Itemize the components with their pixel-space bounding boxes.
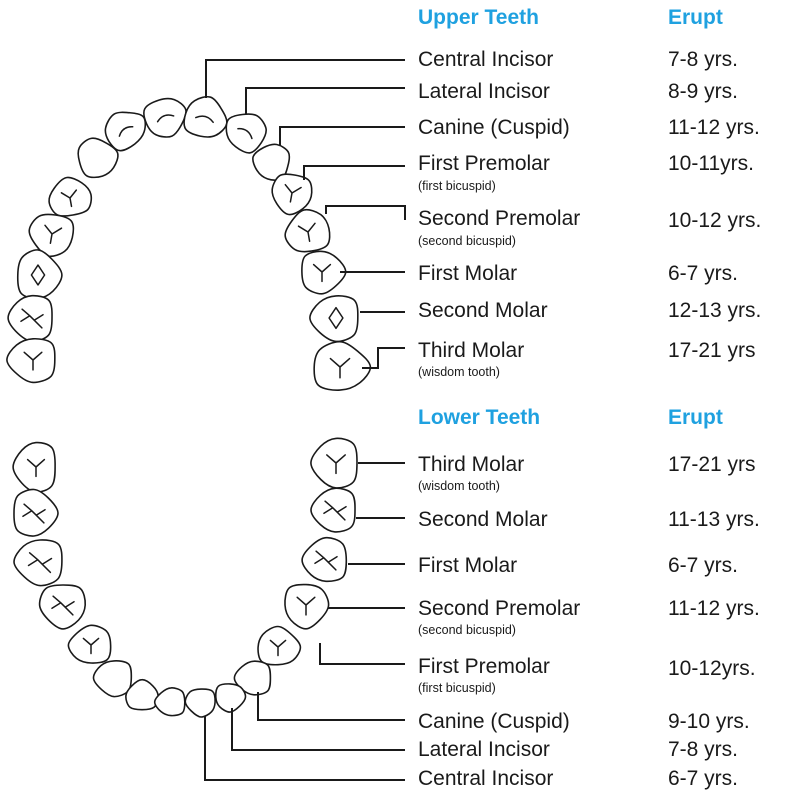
leader-lines (205, 60, 405, 780)
lower-first-molar-erupt: 6-7 yrs. (668, 555, 738, 576)
upper-first-premolar-note: (first bicuspid) (418, 180, 496, 193)
lower-third-molar-label: Third Molar (418, 454, 524, 475)
lower-left-canine-tooth (93, 661, 131, 697)
lower-central-incisor-erupt: 6-7 yrs. (668, 768, 738, 789)
upper-second-premolar-leader (326, 206, 405, 220)
lower-right-central-incisor-tooth (185, 689, 215, 717)
upper-right-second-premolar-tooth (285, 210, 330, 252)
lower-second-premolar-label: Second Premolar (418, 598, 580, 619)
lower-central-incisor-leader (205, 716, 405, 780)
lower-left-central-incisor-tooth (155, 688, 185, 716)
upper-second-premolar-erupt: 10-12 yrs. (668, 210, 761, 231)
upper-right-second-molar-tooth (310, 296, 358, 342)
lower-left-second-premolar-tooth (40, 585, 86, 629)
upper-right-central-incisor-tooth (184, 97, 227, 137)
upper-third-molar-note: (wisdom tooth) (418, 366, 500, 379)
upper-left-central-incisor-tooth (144, 99, 186, 137)
lower-lateral-incisor-erupt: 7-8 yrs. (668, 739, 738, 760)
upper-canine-leader (280, 127, 405, 146)
lower-right-first-premolar-tooth (258, 626, 300, 664)
upper-right-first-premolar-tooth (272, 174, 312, 214)
upper-lateral-incisor-erupt: 8-9 yrs. (668, 81, 738, 102)
upper-third-molar-erupt: 17-21 yrs (668, 340, 756, 361)
upper-third-molar-label: Third Molar (418, 340, 524, 361)
upper-erupt-heading: Erupt (668, 6, 723, 30)
lower-erupt-heading: Erupt (668, 406, 723, 430)
lower-right-lateral-incisor-tooth (216, 684, 246, 712)
upper-central-incisor-label: Central Incisor (418, 49, 553, 70)
lower-arch (13, 438, 357, 717)
upper-central-incisor-leader (206, 60, 405, 98)
lower-central-incisor-label: Central Incisor (418, 768, 553, 789)
upper-left-first-premolar-tooth (49, 177, 91, 216)
upper-second-molar-label: Second Molar (418, 300, 548, 321)
upper-teeth-heading: Upper Teeth (418, 6, 539, 30)
upper-right-first-molar-tooth (302, 251, 346, 293)
lower-canine-erupt: 9-10 yrs. (668, 711, 750, 732)
lower-right-first-molar-tooth (302, 538, 346, 582)
upper-canine-label: Canine (Cuspid) (418, 117, 570, 138)
lower-right-second-molar-tooth (311, 488, 355, 532)
lower-left-first-premolar-tooth (68, 625, 110, 663)
lower-teeth-heading: Lower Teeth (418, 406, 540, 430)
lower-third-molar-note: (wisdom tooth) (418, 480, 500, 493)
lower-second-molar-label: Second Molar (418, 509, 548, 530)
lower-right-third-molar-tooth (311, 438, 357, 488)
lower-right-second-premolar-tooth (285, 585, 329, 629)
lower-first-premolar-note: (first bicuspid) (418, 682, 496, 695)
upper-left-second-molar-tooth (8, 296, 52, 342)
upper-left-third-molar-tooth (7, 339, 55, 383)
upper-second-molar-erupt: 12-13 yrs. (668, 300, 761, 321)
upper-first-molar-label: First Molar (418, 263, 517, 284)
upper-canine-erupt: 11-12 yrs. (668, 117, 760, 138)
lower-left-third-molar-tooth (13, 443, 55, 493)
upper-central-incisor-erupt: 7-8 yrs. (668, 49, 738, 70)
upper-second-premolar-note: (second bicuspid) (418, 235, 516, 248)
lower-canine-leader (258, 692, 405, 720)
lower-first-molar-label: First Molar (418, 555, 517, 576)
lower-second-premolar-note: (second bicuspid) (418, 624, 516, 637)
upper-first-premolar-label: First Premolar (418, 153, 550, 174)
lower-left-first-molar-tooth (14, 540, 62, 586)
lower-second-molar-erupt: 11-13 yrs. (668, 509, 760, 530)
upper-lateral-incisor-label: Lateral Incisor (418, 81, 550, 102)
upper-lateral-incisor-leader (246, 88, 405, 114)
upper-left-first-molar-tooth (18, 250, 62, 298)
upper-right-lateral-incisor-tooth (226, 114, 266, 153)
upper-arch (7, 97, 371, 390)
upper-right-third-molar-tooth (314, 342, 370, 390)
upper-first-premolar-leader (304, 166, 405, 180)
lower-third-molar-erupt: 17-21 yrs (668, 454, 756, 475)
upper-left-lateral-incisor-tooth (105, 112, 145, 150)
lower-canine-label: Canine (Cuspid) (418, 711, 570, 732)
lower-second-premolar-erupt: 11-12 yrs. (668, 598, 760, 619)
upper-first-premolar-erupt: 10-11yrs. (668, 153, 754, 174)
upper-second-premolar-label: Second Premolar (418, 208, 580, 229)
lower-lateral-incisor-label: Lateral Incisor (418, 739, 550, 760)
lower-left-second-molar-tooth (14, 489, 58, 536)
lower-first-premolar-label: First Premolar (418, 656, 550, 677)
lower-first-premolar-erupt: 10-12yrs. (668, 658, 756, 679)
upper-first-molar-erupt: 6-7 yrs. (668, 263, 738, 284)
lower-first-premolar-leader (320, 643, 405, 664)
